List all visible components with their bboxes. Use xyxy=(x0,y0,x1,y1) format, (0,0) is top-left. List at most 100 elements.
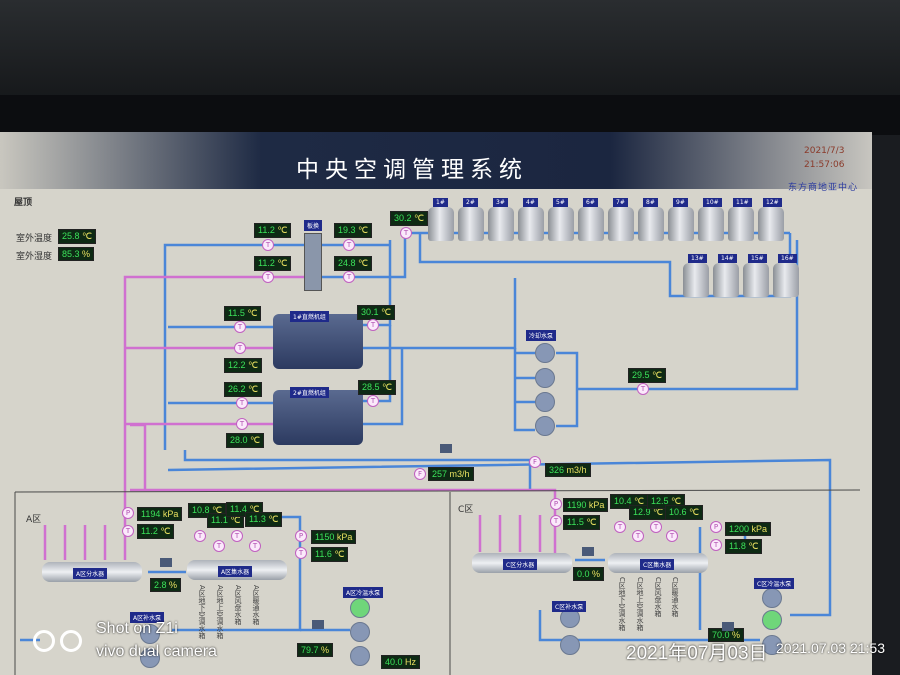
temperature-sensor-icon[interactable]: T xyxy=(637,383,649,395)
cooling-pumps-label: 冷却水泵 xyxy=(526,330,557,341)
readout-unit: m3/h xyxy=(449,469,470,479)
cooling-tower-label: 2# xyxy=(463,198,478,207)
cooling-tower-7[interactable] xyxy=(608,207,634,241)
temperature-sensor-icon[interactable]: T xyxy=(632,530,644,542)
cooling-pump[interactable] xyxy=(535,343,555,363)
readout-flow1: 257 m3/h xyxy=(428,467,474,481)
readout-unit: ℃ xyxy=(358,225,369,235)
readout-unit: ℃ xyxy=(248,360,259,370)
temperature-sensor-icon[interactable]: T xyxy=(343,271,355,283)
cooling-tower-6[interactable] xyxy=(578,207,604,241)
control-valve-icon[interactable] xyxy=(160,558,172,567)
readout-unit: kPa xyxy=(336,532,353,542)
temperature-sensor-icon[interactable]: T xyxy=(262,239,274,251)
cooling-tower-15[interactable] xyxy=(743,263,769,297)
cooling-tower-8[interactable] xyxy=(638,207,664,241)
temperature-sensor-icon[interactable]: T xyxy=(236,418,248,430)
cooling-tower-10[interactable] xyxy=(698,207,724,241)
cooling-tower-4[interactable] xyxy=(518,207,544,241)
temperature-sensor-icon[interactable]: T xyxy=(666,530,678,542)
water-pump[interactable] xyxy=(350,598,370,618)
temperature-sensor-icon[interactable]: T xyxy=(295,547,307,559)
pressure-sensor-icon[interactable]: P xyxy=(122,507,134,519)
cooling-tower-label: 9# xyxy=(673,198,688,207)
chiller-1[interactable] xyxy=(273,314,363,369)
control-valve-icon[interactable] xyxy=(582,547,594,556)
zone-a-branch-label: A区地上空调水箱 xyxy=(216,585,224,639)
readout-value: 70.0 xyxy=(712,630,730,640)
temperature-sensor-icon[interactable]: T xyxy=(262,271,274,283)
readout-flow2: 326 m3/h xyxy=(545,463,591,477)
flow-sensor-icon[interactable]: F xyxy=(414,468,426,480)
cooling-tower-11[interactable] xyxy=(728,207,754,241)
zone-c-return-header-label: C区集水器 xyxy=(640,559,675,570)
exchanger-label: 板换 xyxy=(304,220,323,231)
cooling-tower-5[interactable] xyxy=(548,207,574,241)
date-label: 2021/7/3 xyxy=(804,146,845,156)
temperature-sensor-icon[interactable]: T xyxy=(234,321,246,333)
water-pump[interactable] xyxy=(140,624,160,644)
temperature-sensor-icon[interactable]: T xyxy=(236,397,248,409)
water-pump[interactable] xyxy=(140,648,160,668)
temperature-sensor-icon[interactable]: T xyxy=(614,521,626,533)
temperature-sensor-icon[interactable]: T xyxy=(122,525,134,537)
temperature-sensor-icon[interactable]: T xyxy=(550,515,562,527)
control-valve-icon[interactable] xyxy=(722,622,734,631)
readout-value: 11.2 xyxy=(258,258,275,268)
temperature-sensor-icon[interactable]: T xyxy=(650,521,662,533)
organization-label: 东方商地亚中心 xyxy=(788,183,859,193)
pressure-sensor-icon[interactable]: P xyxy=(295,530,307,542)
zone-a-supply-header-label: A区分水器 xyxy=(73,568,108,579)
outdoor-humidity-label: 室外湿度 xyxy=(16,252,53,262)
temperature-sensor-icon[interactable]: T xyxy=(400,227,412,239)
zone-a-branch-label: A区暖通水箱 xyxy=(252,585,260,625)
cooling-tower-14[interactable] xyxy=(713,263,739,297)
cooling-tower-16[interactable] xyxy=(773,263,799,297)
cooling-tower-12[interactable] xyxy=(758,207,784,241)
cooling-pump[interactable] xyxy=(535,368,555,388)
temperature-sensor-icon[interactable]: T xyxy=(367,395,379,407)
water-pump[interactable] xyxy=(350,622,370,642)
temperature-sensor-icon[interactable]: T xyxy=(213,540,225,552)
control-valve-icon[interactable] xyxy=(440,444,452,453)
zone-dividers xyxy=(14,489,861,675)
readout-value: 26.2 xyxy=(228,384,246,394)
pressure-sensor-icon[interactable]: P xyxy=(550,498,562,510)
cooling-pump[interactable] xyxy=(535,392,555,412)
control-valve-icon[interactable] xyxy=(312,620,324,629)
water-pump[interactable] xyxy=(762,635,782,655)
readout-value: 10.6 xyxy=(669,507,687,517)
cooling-tower-3[interactable] xyxy=(488,207,514,241)
water-pump[interactable] xyxy=(762,588,782,608)
readout-value: 12.2 xyxy=(228,360,246,370)
cooling-tower-label: 15# xyxy=(748,254,767,263)
readout-value: 12.5 xyxy=(651,496,669,506)
zone-c-branch-label: C区地下空调水箱 xyxy=(618,577,626,631)
cooling-tower-1[interactable] xyxy=(428,207,454,241)
water-pump[interactable] xyxy=(350,646,370,666)
plate-heat-exchanger[interactable] xyxy=(304,233,322,291)
temperature-sensor-icon[interactable]: T xyxy=(231,530,243,542)
cooling-tower-2[interactable] xyxy=(458,207,484,241)
outdoor-temp-label: 室外温度 xyxy=(16,234,53,244)
cooling-tower-13[interactable] xyxy=(683,263,709,297)
flow-sensor-icon[interactable]: F xyxy=(529,456,541,468)
temperature-sensor-icon[interactable]: T xyxy=(234,342,246,354)
monitor-bezel xyxy=(0,95,900,135)
water-pump[interactable] xyxy=(762,610,782,630)
temperature-sensor-icon[interactable]: T xyxy=(343,239,355,251)
readout-ch1-chw-out: 12.2 ℃ xyxy=(224,358,263,373)
temperature-sensor-icon[interactable]: T xyxy=(367,319,379,331)
temperature-sensor-icon[interactable]: T xyxy=(710,539,722,551)
cooling-pump[interactable] xyxy=(535,416,555,436)
water-pump[interactable] xyxy=(560,635,580,655)
cooling-tower-9[interactable] xyxy=(668,207,694,241)
readout-value: 11.6 xyxy=(315,549,332,559)
temperature-sensor-icon[interactable]: T xyxy=(249,540,261,552)
readout-c-t2: 11.8 ℃ xyxy=(725,539,763,554)
readout-value: 1200 xyxy=(729,524,750,534)
pressure-sensor-icon[interactable]: P xyxy=(710,521,722,533)
temperature-sensor-icon[interactable]: T xyxy=(194,530,206,542)
readout-value: 40.0 xyxy=(385,657,403,667)
chiller-2[interactable] xyxy=(273,390,363,445)
